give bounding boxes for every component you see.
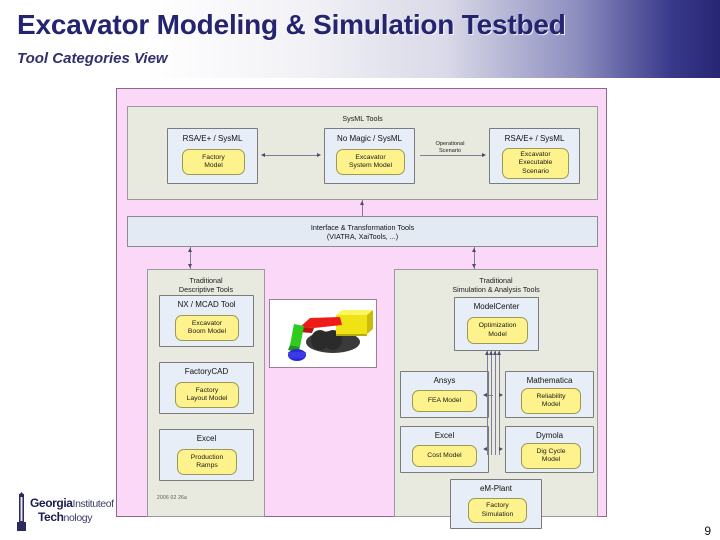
arrowhead-down <box>188 264 192 268</box>
gt-tower-icon <box>17 492 26 531</box>
panel-analysis-tools-title-line1: Traditional <box>479 276 513 285</box>
excavator-3d-image <box>269 299 377 368</box>
arrowhead-up <box>188 248 192 252</box>
gt-logo-institute: Institute <box>72 498 107 510</box>
gt-logo-georgia: Georgia <box>30 496 73 510</box>
toolbox-label: eM-Plant <box>479 484 512 493</box>
bus-line <box>487 351 488 455</box>
gt-logo-of: of <box>105 498 114 510</box>
arrowhead-right <box>499 393 503 397</box>
toolbox-label: NX / MCAD Tool <box>177 300 236 309</box>
arrowhead-left <box>483 447 487 451</box>
arrowhead-right <box>482 153 486 157</box>
arrowhead-up <box>497 351 501 355</box>
bus-line <box>495 351 496 455</box>
panel-descriptive-tools-title-line2: Descriptive Tools <box>178 285 234 294</box>
arrowhead-down <box>472 264 476 268</box>
panel-sysml-tools-title: SysML Tools <box>342 114 383 123</box>
page-subtitle: Tool Categories View <box>17 50 168 67</box>
arrowhead-up <box>493 351 497 355</box>
toolbox-label: FactoryCAD <box>184 367 229 376</box>
header-gradient-band <box>0 0 720 78</box>
georgia-tech-logo: GeorgiaInstituteof Technology <box>8 492 123 534</box>
arrowhead-up <box>472 248 476 252</box>
toolbox-ansys[interactable]: Ansys FEA Model <box>400 371 489 418</box>
connector-sysml-to-interface <box>362 200 363 216</box>
bus-line <box>499 351 500 455</box>
connector-systemmodel-to-scenario <box>420 155 484 156</box>
arrowhead-left <box>261 153 265 157</box>
toolbox-label: Mathematica <box>526 376 573 385</box>
toolbox-label: ModelCenter <box>473 302 520 311</box>
panel-analysis-tools-title-line2: Simulation & Analysis Tools <box>452 285 540 294</box>
model-fea-model[interactable]: FEA Model <box>412 390 477 412</box>
interface-transformation-tools-band[interactable]: Interface & Transformation Tools (VIATRA… <box>127 216 598 247</box>
panel-descriptive-tools-title-line1: Traditional <box>189 276 223 285</box>
connector-interface-to-descriptive <box>190 247 191 269</box>
interface-band-line2: (VIATRA, XaiTools, ...) <box>326 231 399 241</box>
toolbox-label: RSA/E+ / SysML <box>182 134 243 143</box>
gt-logo-nology: nology <box>63 512 93 524</box>
page-title: Excavator Modeling & Simulation Testbed <box>17 9 566 40</box>
gt-logo-line2: Technology <box>38 510 92 524</box>
interface-band-line1: Interface & Transformation Tools <box>310 222 415 232</box>
excavator-render-svg <box>288 310 373 361</box>
page-number: 9 <box>704 524 711 538</box>
arrowhead-up <box>489 351 493 355</box>
toolbox-label: Excel <box>434 431 455 440</box>
toolbox-excel-cost[interactable]: Excel Cost Model <box>400 426 489 473</box>
model-cost-model[interactable]: Cost Model <box>412 445 477 467</box>
arrowhead-right <box>317 153 321 157</box>
toolbox-label: No Magic / SysML <box>337 134 402 143</box>
arrowhead-up <box>360 201 364 205</box>
arrowhead-right <box>499 447 503 451</box>
connector-ansys-bus <box>489 395 493 396</box>
toolbox-label: Ansys <box>433 376 456 385</box>
connector-interface-to-analysis <box>474 247 475 269</box>
arrowhead-up <box>485 351 489 355</box>
toolbox-label: Excel <box>196 434 217 443</box>
gt-logo-line1: GeorgiaInstituteof <box>30 496 114 510</box>
toolbox-label: Dymola <box>535 431 564 440</box>
connector-factory-to-systemmodel <box>265 155 319 156</box>
gt-logo-tech: Tech <box>38 510 64 524</box>
datestamp: 2006 02 26a <box>157 495 188 501</box>
toolbox-label: RSA/E+ / SysML <box>504 134 565 143</box>
bus-line <box>491 351 492 455</box>
arrowhead-left <box>483 393 487 397</box>
